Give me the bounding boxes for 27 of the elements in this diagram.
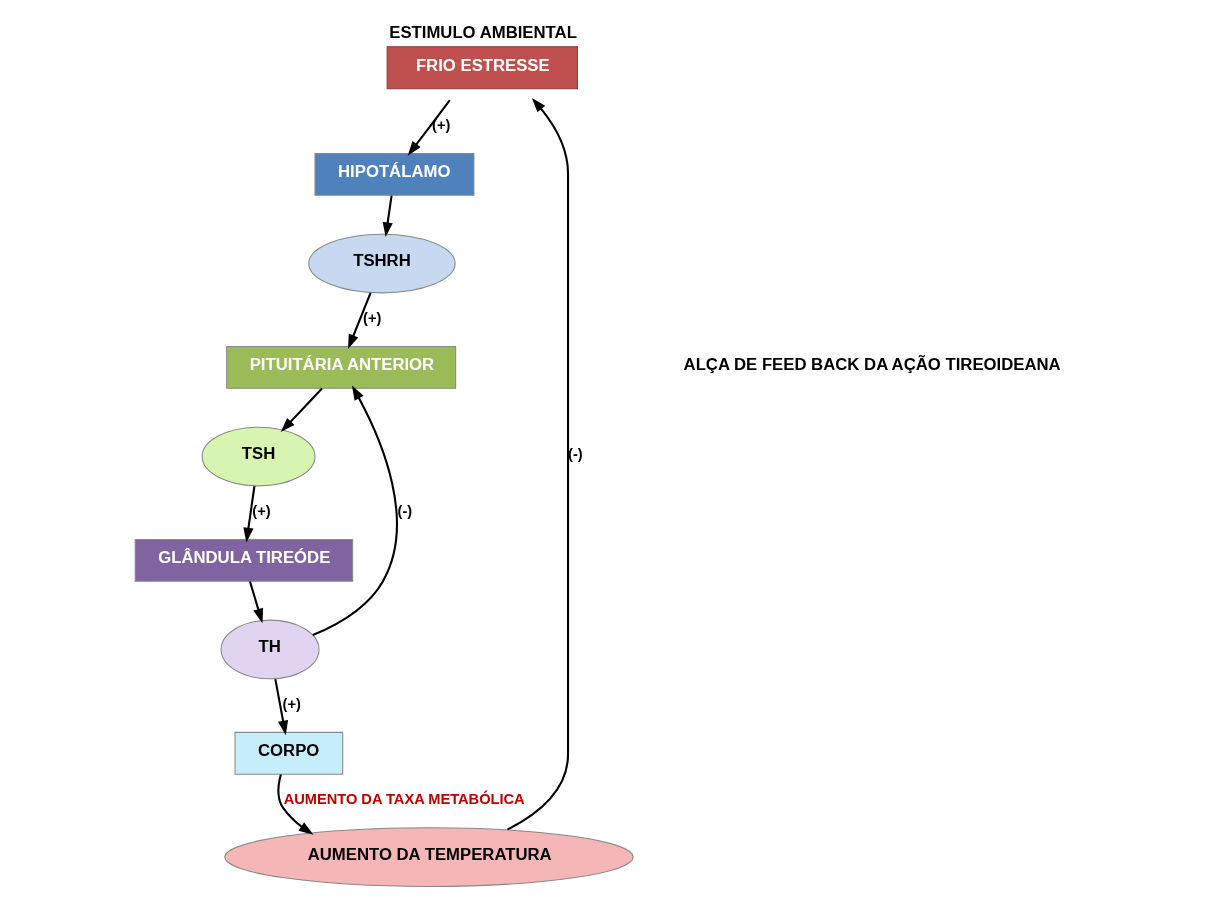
arrow	[382, 195, 393, 237]
edge-label: (-)	[567, 446, 583, 463]
arrow	[311, 385, 398, 637]
node-ellipse: TSHRH	[307, 233, 456, 294]
node-box: PITUITÁRIA ANTERIOR	[225, 345, 456, 389]
edge-label: (+)	[362, 309, 381, 326]
node-ellipse: TH	[220, 619, 320, 680]
arrow	[242, 486, 255, 543]
node-ellipse: AUMENTO DA TEMPERATURA	[223, 827, 634, 887]
arrow	[407, 99, 451, 156]
node-box: GLÂNDULA TIREÓDE	[134, 538, 353, 582]
label: ALÇA DE FEED BACK DA AÇÃO TIREOIDEANA	[683, 355, 1061, 375]
arrow	[248, 581, 263, 624]
edge-label: (+)	[282, 695, 301, 712]
arrow	[280, 387, 323, 433]
node-label: ESTIMULO AMBIENTAL	[388, 23, 577, 43]
edge-label: AUMENTO DA TAXA METABÓLICA	[283, 790, 525, 807]
node-box: HIPOTÁLAMO	[314, 152, 474, 196]
arrow	[347, 292, 372, 350]
edge-label: (-)	[397, 502, 412, 519]
node-box: CORPO	[234, 731, 343, 775]
edge-label: (+)	[251, 502, 271, 519]
arrow	[273, 678, 288, 736]
edge-label: (+)	[431, 116, 450, 133]
arrow	[506, 97, 569, 831]
arrow	[276, 774, 313, 835]
node-ellipse: TSH	[201, 426, 315, 487]
